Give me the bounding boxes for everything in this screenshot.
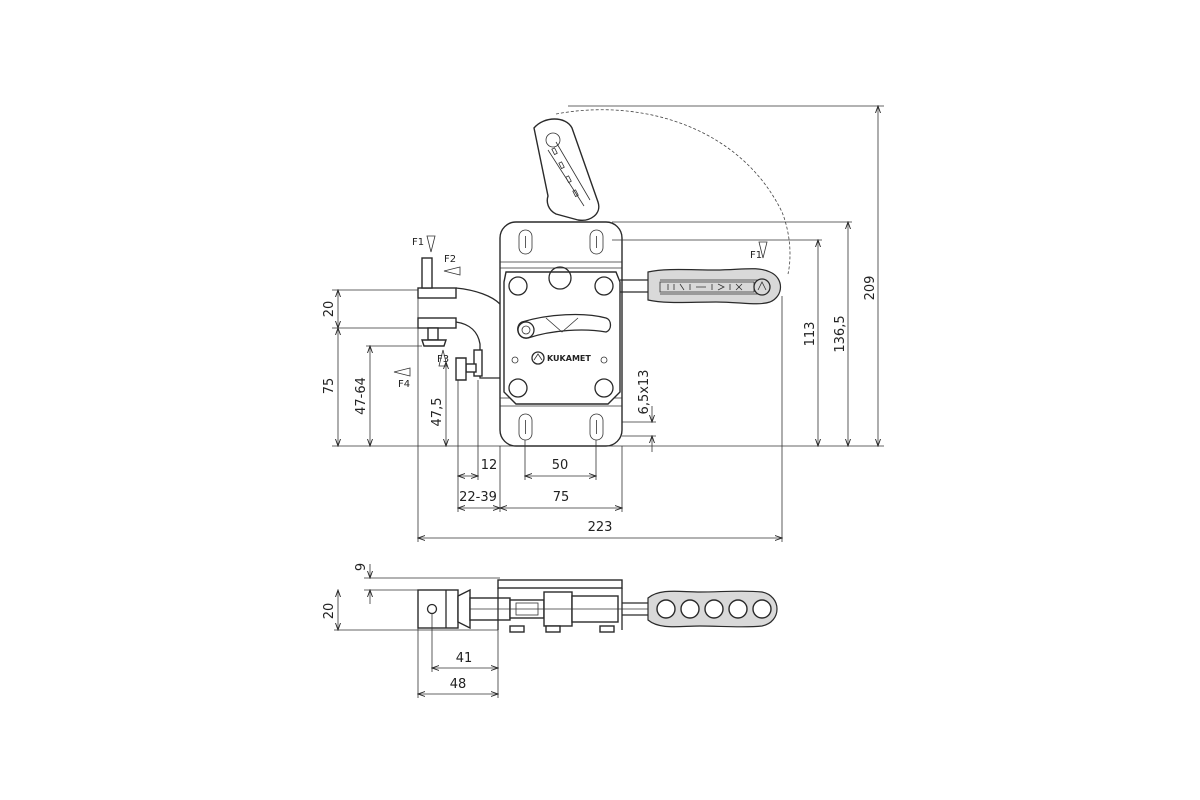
handle-swing-arc (555, 109, 791, 275)
dim-6-5x13: 6,5x13 (637, 370, 652, 415)
force-arrow-f2 (443, 266, 461, 276)
top-view-dimension-lines (338, 564, 498, 694)
dim-75: 75 (322, 378, 337, 395)
top-view-extension-lines (334, 577, 500, 698)
force-label-f1-handle: F1 (750, 250, 762, 261)
front-view: KUKAMET (322, 106, 884, 542)
force-label-f3: F3 (437, 354, 449, 365)
dimension-labels: 209 136,5 113 20 75 47-64 47,5 6,5x13 12… (322, 276, 878, 535)
force-arrows: F1 F2 F3 F4 F1 (393, 235, 768, 390)
dim-136-5: 136,5 (833, 315, 848, 352)
clamping-arm (417, 257, 501, 381)
mounting-slot (589, 229, 604, 255)
force-arrow-f1-handle (758, 241, 768, 259)
dim-209: 209 (863, 276, 878, 301)
top-view-handle (647, 590, 778, 628)
dim-20: 20 (322, 301, 337, 318)
dim-22-39: 22-39 (459, 490, 497, 505)
force-label-f1: F1 (412, 237, 424, 248)
force-arrow-f3 (438, 349, 448, 367)
brand-logo: KUKAMET (531, 351, 591, 365)
raised-handle (533, 118, 600, 221)
mounting-slot (518, 229, 533, 255)
dim-47-64: 47-64 (354, 377, 369, 415)
dim-9: 9 (354, 563, 369, 571)
force-arrow-f4 (393, 367, 411, 377)
clamp-body (503, 266, 621, 405)
dim-113: 113 (803, 322, 818, 347)
force-arrow-f1 (426, 235, 436, 253)
dim-12: 12 (481, 458, 498, 473)
dim-75-base: 75 (553, 490, 570, 505)
dim-47-5: 47,5 (430, 398, 445, 427)
clamp-handle (620, 268, 782, 305)
mounting-slot (518, 413, 533, 441)
dim-50: 50 (552, 458, 569, 473)
mounting-slot (589, 413, 604, 441)
top-view: 9 20 41 48 (322, 563, 778, 698)
force-label-f2: F2 (444, 254, 456, 265)
dim-223: 223 (588, 520, 613, 535)
top-view-body (417, 579, 650, 633)
dim-48: 48 (450, 677, 467, 692)
dimension-lines (338, 106, 878, 538)
dim-41: 41 (456, 651, 473, 666)
force-label-f4: F4 (398, 379, 410, 390)
dim-20-top: 20 (322, 603, 337, 620)
top-view-dimension-labels: 9 20 41 48 (322, 563, 472, 692)
brand-logo-text: KUKAMET (547, 354, 591, 363)
